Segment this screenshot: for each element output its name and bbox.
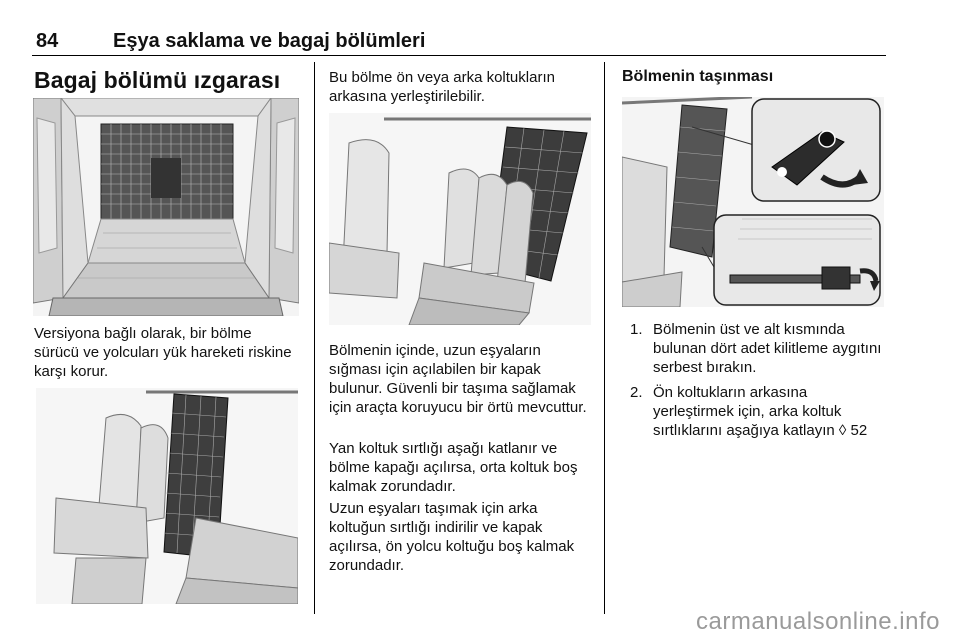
step-text: Ön koltukların arkasına yerleştirmek içi…	[653, 384, 842, 439]
step-text: Bölmenin üst ve alt kısmında bulunan dör…	[653, 321, 882, 376]
column-divider-1	[314, 62, 315, 614]
page-header-title: Eşya saklama ve bagaj bölümleri	[113, 30, 426, 52]
paragraph-partition-placement: Bu bölme ön veya arka koltukların arkası…	[329, 69, 555, 105]
paragraph-cargo-grid-description: Versiyona bağlı olarak, bir bölme sürücü…	[34, 325, 292, 380]
paragraph-partition-hatch: Bölmenin içinde, uzun eşyaların sığması …	[329, 342, 587, 416]
illustration-cargo-area-grid	[33, 98, 299, 316]
section-heading-cargo-grid: Bagaj bölümü ızgarası	[34, 67, 281, 93]
page-number: 84	[36, 30, 59, 52]
paragraph-long-items: Uzun eşyaları taşımak için arka koltuğun…	[329, 500, 575, 574]
step-number: 2.	[630, 384, 643, 401]
steps-list: 1. Bölmenin üst ve alt kısmında bulunan …	[630, 320, 882, 446]
watermark: carmanualsonline.info	[696, 608, 940, 635]
paragraph-side-seat-folded: Yan koltuk sırtlığı aşağı katlanır ve bö…	[329, 440, 578, 495]
section-heading-moving-partition: Bölmenin taşınması	[622, 68, 774, 85]
page-reference-icon: ◊	[838, 422, 847, 439]
illustration-partition-behind-seats	[36, 388, 298, 604]
illustration-partition-rear-seats	[329, 113, 591, 325]
column-divider-2	[604, 62, 605, 614]
header-rule	[32, 55, 886, 56]
step-number: 1.	[630, 321, 643, 338]
list-item: 2. Ön koltukların arkasına yerleştirmek …	[630, 383, 882, 440]
page-reference-link[interactable]: 52	[850, 422, 868, 439]
list-item: 1. Bölmenin üst ve alt kısmında bulunan …	[630, 320, 882, 377]
illustration-partition-locks	[622, 97, 884, 307]
